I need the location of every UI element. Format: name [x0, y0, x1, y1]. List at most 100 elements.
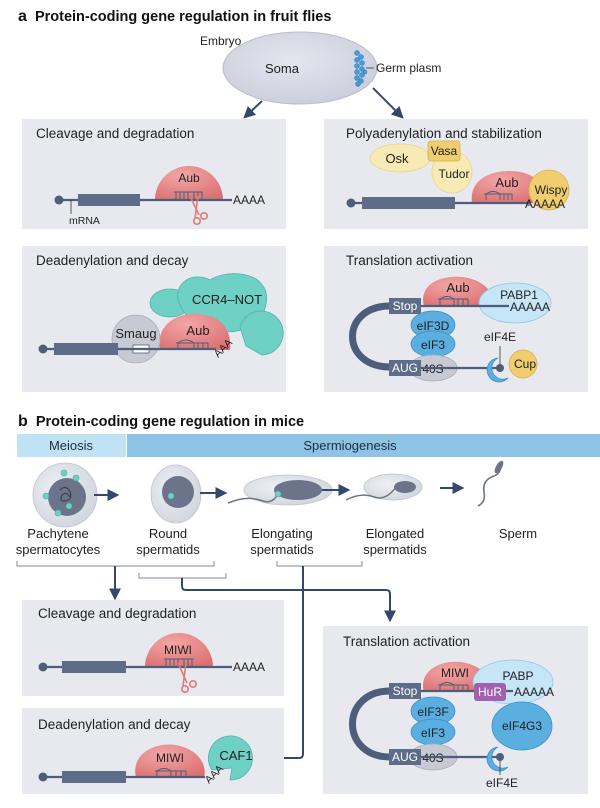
arrow-germ-to-polyadenylation	[372, 87, 404, 119]
pirna-duplex	[164, 658, 194, 666]
box-title: Polyadenylation and stabilization	[346, 126, 542, 141]
svg-text:CAF1: CAF1	[219, 748, 252, 763]
cell-labels: Pachytene spermatocytes Round spermatids…	[16, 526, 537, 557]
hur-protein	[474, 683, 506, 701]
miwi-protein	[135, 744, 205, 778]
elongating-spermatid-cell	[227, 474, 333, 506]
elongated-spermatid-cell	[345, 473, 423, 501]
svg-text:eIF4G3: eIF4G3	[502, 719, 542, 733]
box-title: Deadenylation and decay	[38, 717, 191, 732]
box-a-polyadenylation: Polyadenylation and stabilization Osk Tu…	[324, 119, 588, 229]
svg-text:AUG: AUG	[392, 361, 418, 375]
scissors-icon	[189, 195, 209, 226]
pirna-duplex	[174, 191, 203, 199]
svg-text:spermatids: spermatids	[136, 542, 200, 557]
bracket-meiosis-round	[16, 561, 215, 567]
svg-text:spermatids: spermatids	[363, 542, 427, 557]
pirna-duplex	[484, 191, 513, 200]
cup-protein	[508, 349, 538, 379]
svg-text:Aub: Aub	[186, 323, 209, 338]
coding-sequence	[62, 661, 126, 673]
coding-sequence	[54, 343, 118, 355]
scissors-icon	[177, 662, 198, 693]
eif4g3-protein	[491, 701, 553, 751]
cell-label: Sperm	[499, 526, 537, 541]
svg-text:MIWI: MIWI	[164, 643, 192, 657]
panel-a-letter: a	[18, 8, 27, 25]
stage-label-spermiogenesis: Spermiogenesis	[303, 438, 397, 453]
bracket-elongating	[276, 561, 363, 567]
aub-protein	[155, 166, 223, 200]
svg-text:eIF3: eIF3	[421, 726, 445, 740]
coding-sequence	[362, 197, 455, 209]
mrna-label: mRNA	[69, 215, 100, 227]
round-spermatid-cell	[150, 464, 202, 524]
svg-text:PABP1: PABP1	[500, 288, 538, 302]
box-a-cleavage: Cleavage and degradation Aub mRNA AAAA	[22, 119, 286, 229]
cell-label: Pachytene	[27, 526, 88, 541]
sperm-cell	[477, 460, 504, 507]
svg-text:eIF3F: eIF3F	[417, 705, 448, 719]
panel-a-title: a Protein-coding gene regulation in frui…	[18, 8, 331, 25]
svg-text:Stop: Stop	[393, 299, 418, 313]
eif4e-protein	[486, 746, 509, 772]
coding-sequence	[78, 194, 140, 206]
svg-text:Stop: Stop	[393, 684, 418, 698]
svg-text:HuR: HuR	[478, 685, 502, 699]
aub-protein	[471, 170, 544, 203]
svg-text:PABP: PABP	[502, 669, 533, 683]
svg-text:eIF4E: eIF4E	[484, 330, 516, 344]
box-b-deadenylation: Deadenylation and decay MIWI CAF1 AAA	[22, 708, 284, 794]
svg-text:Smaug: Smaug	[115, 326, 156, 341]
polya-tail: AAAAA	[525, 197, 565, 211]
pabp1-protein	[478, 282, 552, 324]
embryo-shape	[222, 31, 378, 105]
svg-text:AUG: AUG	[392, 750, 418, 764]
aug-codon	[389, 749, 421, 765]
svg-text:Tudor: Tudor	[439, 167, 470, 181]
svg-text:MIWI: MIWI	[441, 666, 469, 680]
germ-plasm-label: Germ plasm	[376, 61, 441, 75]
arrow-soma-to-cleavage	[243, 100, 263, 119]
svg-text:spermatids: spermatids	[250, 542, 314, 557]
aub-protein	[159, 313, 231, 350]
stop-codon	[389, 683, 421, 699]
stage-label-meiosis: Meiosis	[49, 438, 94, 453]
bracket-round	[138, 573, 227, 579]
svg-text:spermatocytes: spermatocytes	[16, 542, 101, 557]
polya-tail: AAAAA	[514, 685, 554, 699]
embryo-label: Embryo	[200, 34, 242, 48]
pirna-duplex	[438, 296, 469, 305]
stage-bar-meiosis	[17, 434, 126, 457]
box-b-cleavage: Cleavage and degradation MIWI AAAA	[22, 600, 284, 696]
svg-text:Vasa: Vasa	[431, 144, 458, 158]
box-title: Cleavage and degradation	[36, 126, 194, 141]
vasa-protein	[427, 140, 461, 162]
svg-text:Osk: Osk	[385, 151, 409, 166]
svg-text:eIF4E: eIF4E	[486, 776, 518, 790]
cell-label: Elongating	[251, 526, 312, 541]
panel-b-title: b Protein-coding gene regulation in mice	[18, 413, 304, 430]
embryo: Embryo Soma Germ plasm	[200, 31, 441, 105]
wispy-protein	[528, 169, 570, 211]
arrow-to-mouse-translation	[181, 578, 396, 623]
stop-codon	[389, 298, 421, 314]
polya-tail: AAAAA	[510, 300, 550, 314]
svg-text:Cup: Cup	[514, 357, 536, 371]
polya-tail: AAAA	[233, 660, 265, 674]
cell-label: Round	[149, 526, 187, 541]
svg-text:eIF3: eIF3	[421, 338, 445, 352]
svg-text:Aub: Aub	[495, 175, 518, 190]
box-a-deadenylation: Deadenylation and decay CCR4–NOT Aub Sma…	[22, 246, 286, 392]
coding-sequence	[62, 771, 126, 783]
panel-b-letter: b	[18, 413, 28, 430]
box-title: Translation activation	[343, 634, 470, 649]
svg-text:Aub: Aub	[446, 280, 469, 295]
svg-text:Wispy: Wispy	[535, 183, 568, 197]
circularized-mrna	[349, 687, 391, 761]
stage-bar-spermiogenesis	[127, 434, 600, 457]
eif4e-protein	[486, 357, 509, 383]
pachytene-spermatocyte-cell	[32, 462, 98, 528]
svg-text:MIWI: MIWI	[156, 751, 184, 765]
